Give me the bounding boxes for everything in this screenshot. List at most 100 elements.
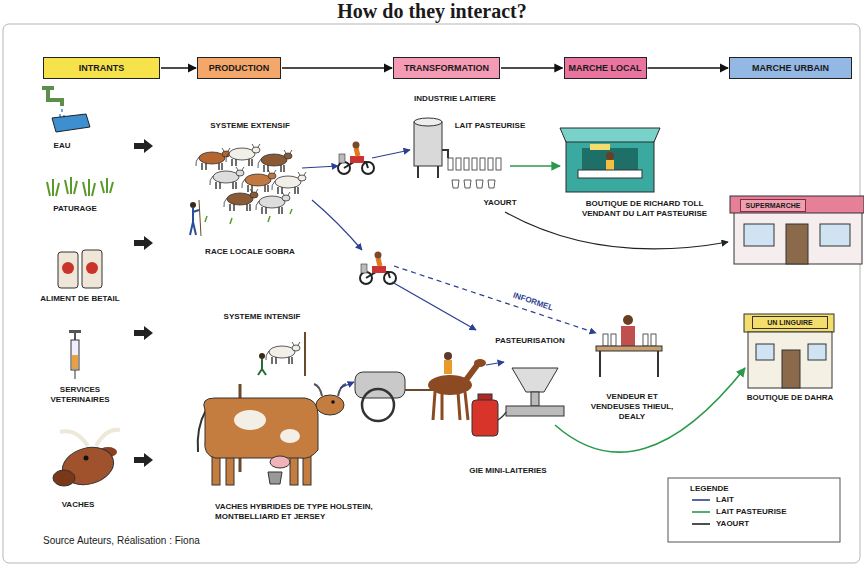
dairy-plant-illustration bbox=[452, 180, 495, 188]
cow-head-icon bbox=[53, 430, 120, 490]
input-arrows bbox=[134, 453, 153, 467]
flow-lines bbox=[302, 150, 745, 452]
system-label: SYSTEME INTENSIF bbox=[212, 312, 312, 322]
intensive-cow-large bbox=[316, 395, 344, 415]
feed-bags-icon bbox=[58, 250, 102, 288]
node-text: PRODUCTION bbox=[209, 63, 270, 74]
flow-lines bbox=[510, 165, 560, 167]
street-vendor bbox=[621, 326, 635, 346]
water-tap-icon bbox=[48, 90, 62, 106]
richard-toll-shop bbox=[582, 148, 638, 170]
flow-lines bbox=[555, 368, 745, 452]
dairy-plant-illustration bbox=[448, 158, 453, 170]
node-text: MARCHE LOCAL bbox=[569, 63, 642, 74]
dairy-plant-illustration bbox=[414, 122, 442, 166]
syringe-icon bbox=[69, 330, 81, 379]
legend-box bbox=[668, 478, 840, 542]
syringe-icon bbox=[69, 330, 81, 333]
horse-cart bbox=[355, 372, 405, 398]
mini-dairy-equipment bbox=[531, 392, 539, 406]
intensive-cow-large bbox=[234, 410, 266, 430]
feed-bags-icon bbox=[86, 262, 98, 274]
diagram-title: How do they interact? bbox=[0, 0, 864, 22]
horse-cart bbox=[474, 359, 486, 367]
horse-cart bbox=[444, 352, 452, 360]
herd-illustration bbox=[258, 150, 292, 172]
cow-head-icon bbox=[96, 430, 120, 446]
herd-illustration bbox=[196, 148, 230, 170]
street-vendor bbox=[596, 346, 662, 351]
dairy-plant-illustration bbox=[464, 158, 469, 170]
horse-cart bbox=[362, 389, 394, 421]
herd-illustration bbox=[190, 208, 199, 235]
input-arrows bbox=[134, 139, 153, 467]
syringe-icon bbox=[72, 355, 78, 369]
stage-arrow bbox=[501, 67, 563, 68]
mini-dairy-equipment bbox=[506, 406, 564, 416]
dahra-shop bbox=[748, 332, 832, 388]
supermarket-building bbox=[786, 224, 808, 264]
intensive-cow-small bbox=[258, 332, 305, 376]
node-text: SUPERMARCHE bbox=[746, 201, 801, 210]
flow-lines bbox=[302, 166, 338, 168]
grass-icon bbox=[101, 178, 113, 193]
legend-text: LAIT bbox=[716, 495, 826, 505]
shop-label: BOUTIQUE DE RICHARD TOLL VENDANT DU LAIT… bbox=[577, 199, 712, 219]
supermarket-building bbox=[734, 212, 862, 264]
intensive-cow-large bbox=[280, 429, 300, 443]
dairy-plant-illustration bbox=[488, 158, 493, 170]
intensive-cow-small bbox=[259, 353, 265, 359]
water-tap-icon bbox=[42, 86, 90, 132]
intensive-cow-large bbox=[270, 456, 290, 468]
supermarket-building bbox=[730, 196, 864, 264]
input-label: SERVICES VETERINAIRES bbox=[45, 385, 115, 405]
cow-head-icon bbox=[60, 431, 88, 446]
node-text: MARCHE URBAIN bbox=[752, 63, 829, 74]
herd-illustration bbox=[224, 189, 258, 211]
herd-illustration bbox=[256, 192, 290, 214]
herd-illustration bbox=[210, 167, 244, 189]
input-arrows bbox=[134, 139, 153, 153]
street-vendor bbox=[603, 334, 608, 346]
node-text: UN LINGUIRE bbox=[767, 318, 813, 327]
syringe-icon bbox=[74, 370, 75, 379]
stage-arrow bbox=[648, 67, 729, 68]
flow-lines bbox=[486, 362, 504, 365]
node-text: INTRANTS bbox=[79, 63, 125, 74]
intensive-cow-large bbox=[268, 472, 282, 484]
cow-head-icon bbox=[53, 470, 75, 486]
feed-bags-icon bbox=[58, 252, 78, 288]
dairy-plant-illustration bbox=[456, 158, 461, 170]
street-vendor bbox=[611, 334, 616, 346]
mini-dairy-equipment bbox=[498, 412, 506, 420]
grass-icon bbox=[65, 177, 77, 194]
dairy-plant-illustration bbox=[480, 158, 485, 170]
dahra-shop bbox=[808, 344, 826, 360]
stage-header-box: INTRANTS bbox=[43, 57, 160, 79]
richard-toll-shop bbox=[606, 160, 614, 170]
frame bbox=[3, 24, 860, 563]
intensive-cow-large bbox=[331, 400, 335, 404]
dairy-plant-illustration bbox=[418, 166, 438, 178]
process-label: PASTEURISATION bbox=[485, 336, 575, 346]
herd-illustration bbox=[190, 144, 306, 236]
motorbike-icons bbox=[338, 142, 396, 285]
grass-icon bbox=[83, 179, 95, 196]
system-label: SYSTEME EXTENSIF bbox=[200, 121, 300, 131]
dahra-shop bbox=[756, 344, 774, 360]
dairy-plant-illustration bbox=[472, 158, 477, 170]
intensive-cow-large bbox=[198, 384, 346, 485]
flow-lines bbox=[372, 150, 410, 158]
legend-box bbox=[668, 478, 840, 542]
input-label: VACHES bbox=[48, 500, 108, 510]
mini-dairy-equipment bbox=[512, 368, 558, 392]
supermarket-building bbox=[744, 224, 774, 246]
vendor-label: VENDEUR ET VENDEUSES THIEUL, DEALY bbox=[582, 392, 682, 422]
source-note: Source Auteurs, Réalisation : Fiona bbox=[43, 535, 363, 547]
legend-text: YAOURT bbox=[716, 519, 826, 529]
intensive-cow-large bbox=[204, 398, 318, 458]
richard-toll-shop bbox=[560, 128, 660, 142]
stage-header-box: PRODUCTION bbox=[197, 57, 281, 79]
stage-arrow bbox=[161, 67, 196, 68]
street-vendor bbox=[600, 351, 658, 377]
